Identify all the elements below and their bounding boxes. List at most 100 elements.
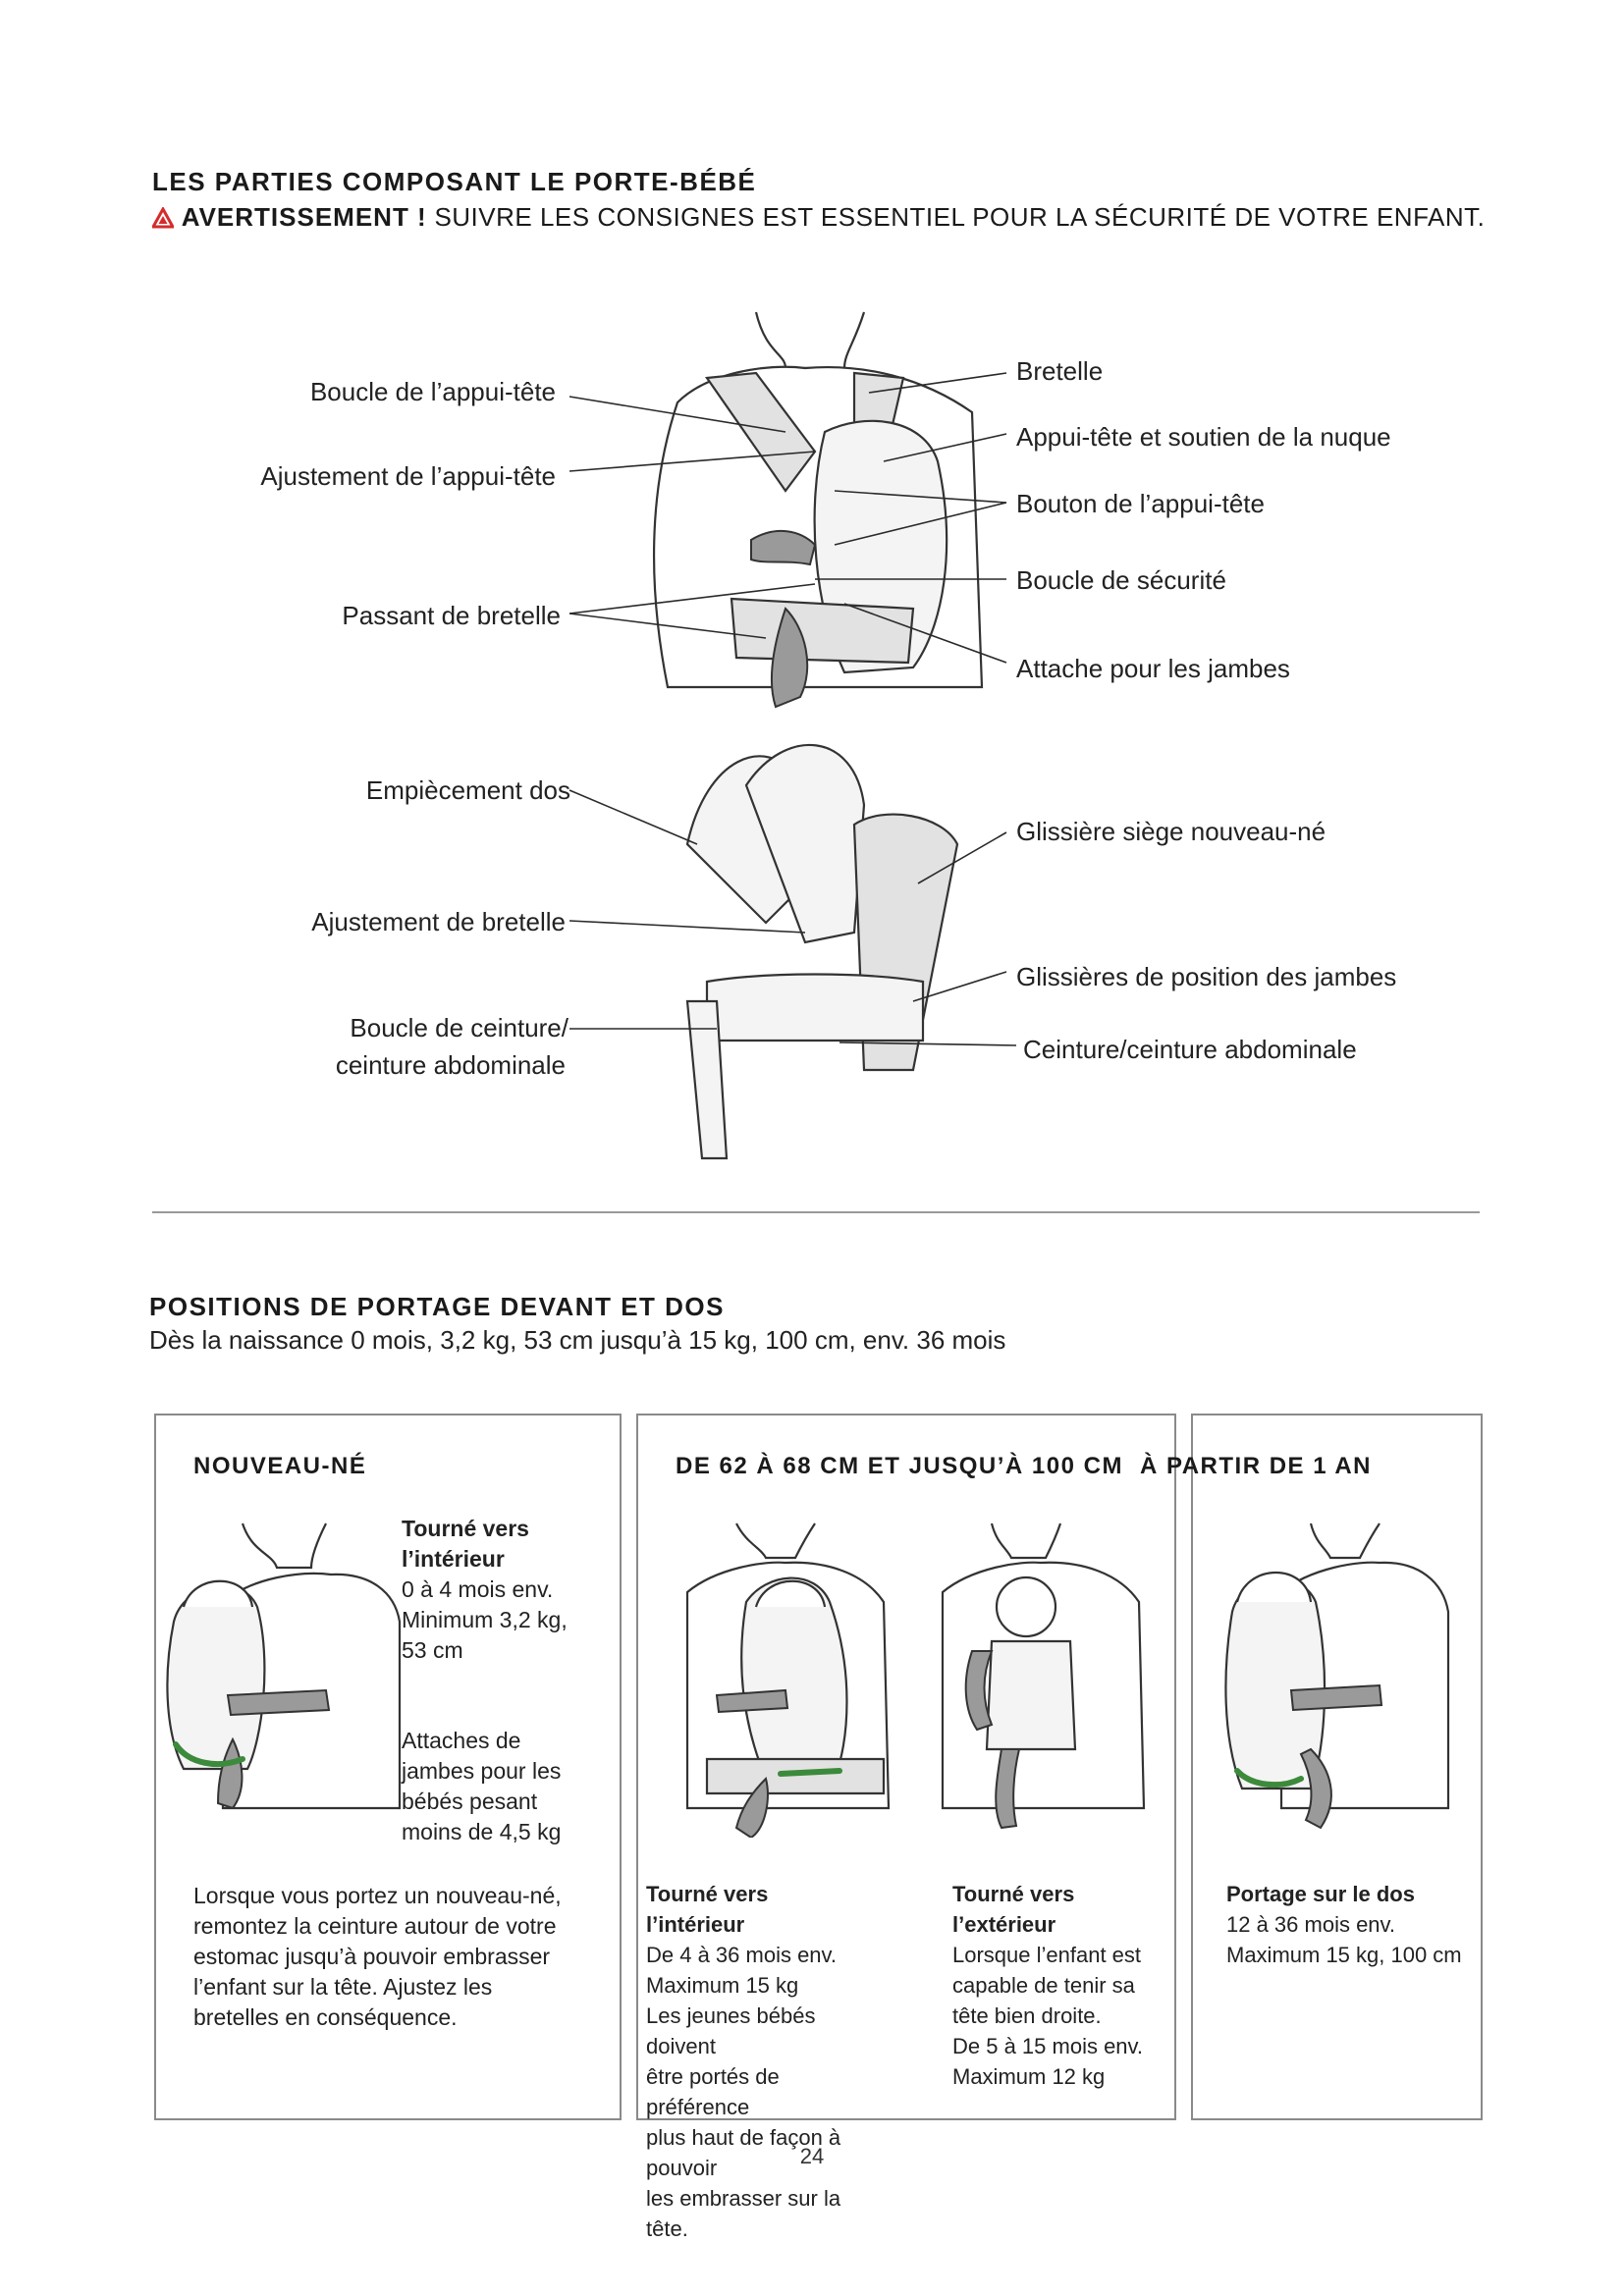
box3-text: Portage sur le dos 12 à 36 mois env. Max… (1226, 1879, 1472, 1970)
baby-leg (1299, 1747, 1332, 1830)
adult-neck (241, 1522, 327, 1570)
box2-col1-line: Maximum 15 kg (646, 1973, 799, 1998)
label-belt-buckle-2: ceinture abdominale (335, 1050, 566, 1080)
carrier-front (740, 1576, 848, 1781)
section-title-parts: LES PARTIES COMPOSANT LE PORTE-BÉBÉ (152, 167, 757, 196)
box3-title: Portage sur le dos (1226, 1882, 1415, 1906)
body-line: Lorsque vous portez un nouveau-né, (193, 1883, 562, 1908)
box2-col2-line: De 5 à 15 mois env. (952, 2034, 1144, 2058)
box2-col2-title: l’extérieur (952, 1912, 1056, 1937)
body-line: l’enfant sur la tête. Ajustez les (193, 1974, 493, 2000)
box3-line: Maximum 15 kg, 100 cm (1226, 1943, 1462, 1967)
page-number: 24 (799, 2144, 825, 2168)
newborn-facing-line: 53 cm (402, 1637, 463, 1663)
baby-leg (995, 1748, 1021, 1830)
label-strap-loop: Passant de bretelle (342, 601, 561, 630)
adult-neck (1309, 1522, 1380, 1560)
waist-belt (705, 1757, 886, 1795)
label-headrest-adjust: Ajustement de l’appui-tête (260, 461, 556, 491)
box2-col2-line: capable de tenir sa (952, 1973, 1135, 1998)
box2-col2-line: tête bien droite. (952, 2003, 1102, 2028)
section-subtitle: Dès la naissance 0 mois, 3,2 kg, 53 cm j… (149, 1325, 1006, 1355)
green-seat-marker (173, 1741, 245, 1767)
back-panel-strap-right (744, 743, 866, 944)
newborn-facing-title: Tourné vers l’intérieur (402, 1516, 529, 1572)
back-carry-illustration (1224, 1522, 1450, 1830)
box2-col2-title: Tourné vers (952, 1882, 1075, 1906)
baby-leg (770, 607, 809, 709)
baby-face (995, 1575, 1057, 1638)
warning-text: SUIVRE LES CONSIGNES EST ESSENTIEL POUR … (426, 202, 1486, 232)
leg-note-line: bébés pesant (402, 1789, 538, 1814)
leader-line (568, 396, 786, 433)
section-divider (152, 1211, 1480, 1213)
baby-arm (750, 529, 817, 566)
waist-belt (730, 597, 915, 665)
inward-outward-illustration (685, 1522, 1146, 1838)
box2-col2: Tourné vers l’extérieur Lorsque l’enfant… (952, 1879, 1164, 2092)
adult-neck (735, 1522, 816, 1560)
leader-line (568, 583, 816, 614)
label-waist-belt: Ceinture/ceinture abdominale (1023, 1035, 1357, 1064)
label-leg-attachment: Attache pour les jambes (1016, 654, 1290, 683)
leader-line (917, 831, 1007, 884)
baby-head (754, 1579, 827, 1608)
carrier-front (985, 1639, 1077, 1751)
newborn-leg-note: Attaches de jambes pour les bébés pesant… (402, 1726, 561, 1847)
adult-neck (754, 311, 866, 370)
leader-line (912, 971, 1007, 1002)
baby-head (1235, 1571, 1313, 1603)
box2-col1-line: les embrasser sur la tête. (646, 2186, 841, 2241)
body-line: remontez la ceinture autour de votre (193, 1913, 557, 1939)
box2-col2-line: Maximum 12 kg (952, 2064, 1106, 2089)
carrier-front (166, 1584, 266, 1771)
label-newborn-seat-slider: Glissière siège nouveau-né (1016, 817, 1326, 846)
box3-line: 12 à 36 mois env. (1226, 1912, 1396, 1937)
leader-line (568, 789, 698, 845)
box-newborn: NOUVEAU-NÉ Tourné vers l’intérieur 0 à 4… (154, 1414, 622, 2120)
newborn-facing-line: Minimum 3,2 kg, (402, 1607, 568, 1632)
leader-line (568, 613, 767, 639)
box-62-100cm: DE 62 À 68 CM ET JUSQU’À 100 CM Tourné v… (636, 1414, 1176, 2241)
body-line: estomac jusqu’à pouvoir embrasser (193, 1944, 551, 1969)
box3-heading: À PARTIR DE 1 AN (1140, 1453, 1373, 1479)
leader-line (868, 372, 1007, 394)
label-belt-buckle: Boucle de ceinture/ (350, 1013, 568, 1042)
leader-line (834, 490, 1007, 504)
leader-line (839, 1041, 1017, 1046)
warning-triangle-icon (150, 205, 176, 236)
label-strap: Bretelle (1016, 356, 1104, 386)
label-headrest-button: Bouton de l’appui-tête (1016, 489, 1265, 518)
carrier-parts-diagram (568, 311, 1017, 1160)
box2-heading: DE 62 À 68 CM ET JUSQU’À 100 CM (676, 1453, 1123, 1479)
warning-line: AVERTISSEMENT ! SUIVRE LES CONSIGNES EST… (150, 202, 1486, 236)
box2-col1-line: Les jeunes bébés doivent (646, 2003, 816, 2058)
label-headrest-buckle: Boucle de l’appui-tête (309, 377, 556, 406)
box2-col1-line: De 4 à 36 mois env. (646, 1943, 838, 1967)
baby-leg (734, 1777, 769, 1838)
leader-line (568, 920, 806, 934)
label-strap-adjust: Ajustement de bretelle (311, 907, 566, 936)
leg-note-line: moins de 4,5 kg (402, 1819, 562, 1844)
newborn-facing-line: 0 à 4 mois env. (402, 1576, 554, 1602)
belt-bottom (705, 973, 925, 1042)
leader-line (568, 451, 816, 472)
label-back-panel: Empiècement dos (365, 775, 570, 805)
box2-col1: Tourné vers l’intérieur De 4 à 36 mois e… (646, 1879, 857, 2244)
newborn-illustration (166, 1522, 402, 1810)
adult-neck (990, 1522, 1062, 1560)
belt-end (685, 999, 729, 1160)
leader-line (883, 433, 1007, 462)
newborn-body: Lorsque vous portez un nouveau-né, remon… (193, 1881, 562, 2033)
box2-col2-line: Lorsque l’enfant est (952, 1943, 1142, 1967)
box-back-carry: À PARTIR DE 1 AN Portage sur le dos 12 à… (1140, 1414, 1483, 2120)
box2-col1-title: Tourné vers l’intérieur (646, 1882, 769, 1937)
label-leg-position-sliders: Glissières de position des jambes (1016, 962, 1397, 991)
green-seat-marker (1234, 1768, 1304, 1789)
leg-note-line: Attaches de (402, 1728, 521, 1753)
leg-note-line: jambes pour les (402, 1758, 562, 1784)
label-safety-buckle: Boucle de sécurité (1016, 565, 1226, 595)
warning-strong: AVERTISSEMENT ! (181, 202, 427, 232)
baby-arm (226, 1688, 331, 1717)
box2-col1-line: être portés de préférence (646, 2064, 780, 2119)
